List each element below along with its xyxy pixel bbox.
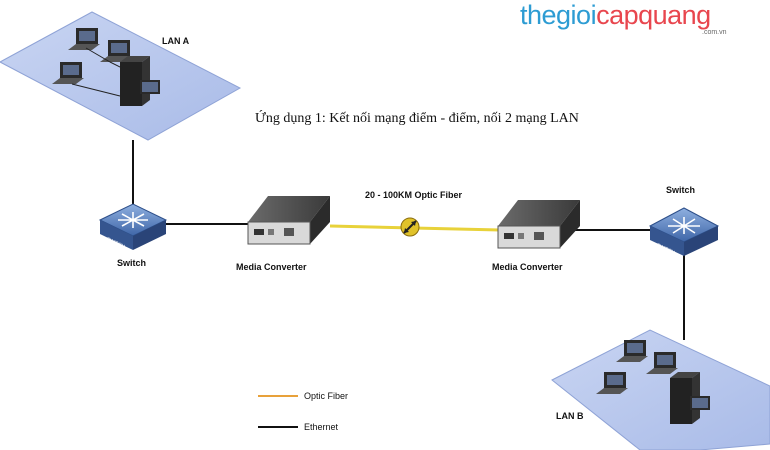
brand-logo-domain: .com.vn: [702, 29, 727, 36]
lan-b-network: [551, 329, 770, 450]
switch-right-label: Switch: [666, 185, 696, 195]
computer-icon: [68, 28, 100, 50]
switch-left-label: Switch: [117, 258, 147, 268]
computer-icon: [646, 352, 678, 374]
server-icon: [670, 372, 710, 424]
ethernet-links: [132, 140, 685, 340]
diagram-title: Ứng dụng 1: Kết nối mạng điểm - điểm, nố…: [255, 111, 579, 126]
lan-b-label: LAN B: [556, 411, 584, 421]
computer-icon: [596, 372, 628, 394]
computer-icon: [616, 340, 648, 362]
media-converter-left-label: Media Converter: [236, 262, 307, 272]
media-converter-icon-right: [497, 200, 580, 249]
brand-logo-part-a: thegioi: [520, 0, 597, 30]
fiber-distance-label: 20 - 100KM Optic Fiber: [365, 190, 463, 200]
switch-icon-left: SWITCH: [98, 203, 168, 250]
media-converter-icon-left: [247, 196, 330, 245]
legend-item-optic-fiber: Optic Fiber: [304, 391, 349, 401]
switch-icon-right: SWITCH: [648, 207, 720, 256]
lan-b-plane: [551, 329, 770, 450]
lan-a-label: LAN A: [162, 36, 190, 46]
lan-a-cabling: [71, 47, 131, 97]
legend-item-ethernet: Ethernet: [304, 422, 339, 432]
media-converter-right-label: Media Converter: [492, 262, 563, 272]
brand-logo: thegioicapquang: [520, 0, 711, 31]
lan-a-network: [0, 11, 242, 141]
brand-logo-part-b: capquang: [596, 0, 711, 30]
fiber-link-icon: [400, 217, 420, 237]
server-icon: [120, 56, 160, 106]
computer-icon: [52, 62, 84, 84]
